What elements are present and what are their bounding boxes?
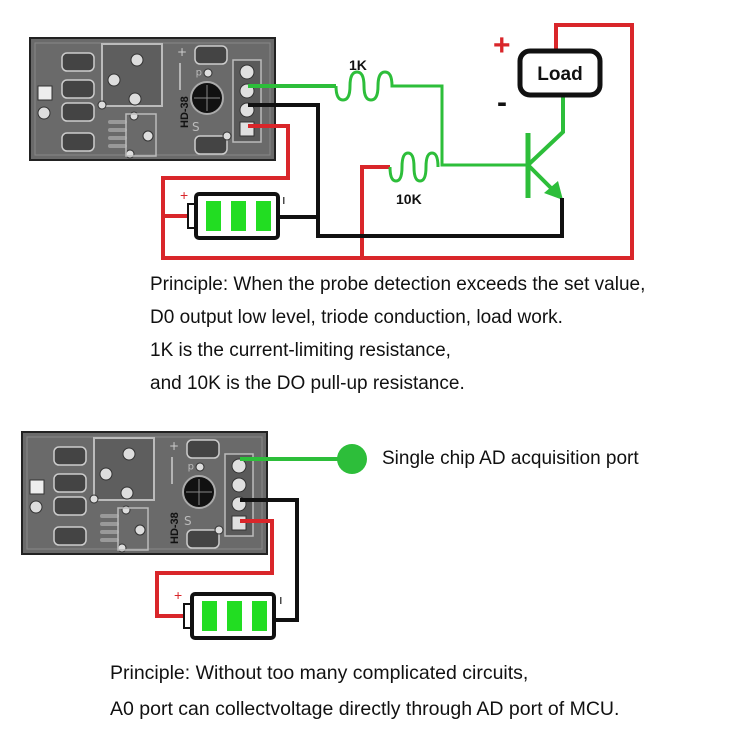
battery-plus-top: + (180, 187, 188, 203)
battery-plus-bottom: + (174, 587, 182, 603)
bottom-text-line: Principle: Without too many complicated … (110, 662, 529, 684)
top-text-line: and 10K is the DO pull-up resistance. (150, 373, 465, 394)
resistor-10k-label: 10K (396, 191, 422, 207)
wire-ground-bottom (240, 498, 299, 622)
wire-ground-top (248, 103, 564, 238)
battery-minus-top: ı (282, 192, 286, 207)
load-plus-sign: + (493, 29, 511, 62)
battery-top (186, 192, 280, 240)
wire-pullup-red (360, 165, 390, 258)
battery-bottom (182, 592, 276, 640)
resistor-1k (334, 70, 527, 167)
resistor-10k (388, 151, 440, 183)
wire-vcc-bottom (155, 519, 274, 618)
ad-port-dot (337, 444, 367, 474)
sensor-module-bottom (20, 430, 269, 556)
battery-minus-bottom: ı (279, 592, 283, 607)
top-text-line: 1K is the current-limiting resistance, (150, 340, 451, 361)
load-minus-sign: - (497, 86, 507, 119)
load-label: Load (537, 64, 582, 85)
ad-port-label: Single chip AD acquisition port (382, 448, 639, 469)
module-label-bottom: HD-38 (169, 512, 181, 544)
top-text-line: Principle: When the probe detection exce… (150, 274, 646, 295)
wire-vcc-top (161, 23, 634, 260)
transistor-collector (526, 96, 565, 167)
transistor-emitter-arrow (544, 181, 563, 200)
sensor-module-top (28, 36, 277, 162)
resistor-1k-label: 1K (349, 57, 367, 73)
load-box (517, 48, 603, 98)
top-text-line: D0 output low level, triode conduction, … (150, 307, 563, 328)
bottom-text-line: A0 port can collectvoltage directly thro… (110, 698, 620, 720)
module-label-top: HD-38 (179, 96, 191, 128)
